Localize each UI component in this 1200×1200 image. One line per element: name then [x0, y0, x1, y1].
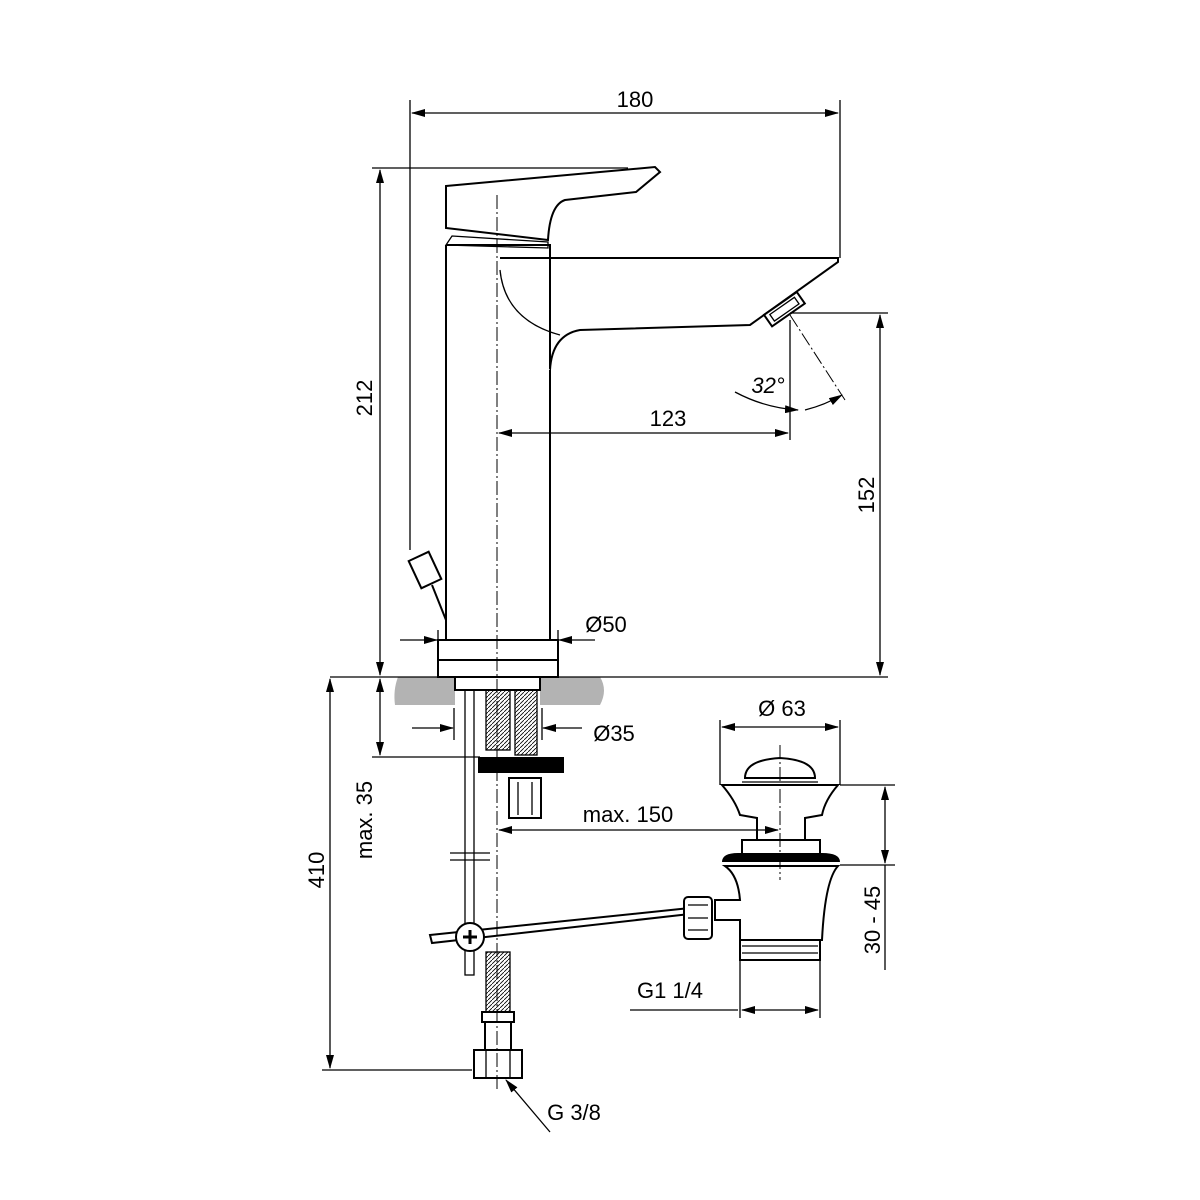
dim-hose-length: 410: [304, 852, 329, 889]
dim-waste-thickness-range: 30 - 45: [860, 886, 885, 955]
dim-waste-diameter: Ø 63: [758, 696, 806, 721]
mounting-assembly: [428, 689, 691, 1079]
dim-waste-thread: G1 1/4: [637, 978, 703, 1003]
aerator: [762, 290, 807, 328]
dimension-lines: [322, 100, 895, 1133]
dim-supply-thread: G 3/8: [547, 1100, 601, 1125]
dim-body-diameter: Ø50: [585, 612, 627, 637]
pop-up-knob: [407, 550, 443, 590]
dim-max-counter-thickness: max. 35: [352, 781, 377, 859]
dim-spout-height: 152: [854, 477, 879, 514]
dim-shank-diameter: Ø35: [593, 721, 635, 746]
dim-spray-angle: 32°: [751, 373, 784, 398]
center-lines: [496, 195, 846, 1090]
dim-spout-reach: 123: [650, 406, 687, 431]
countertop: [330, 676, 888, 705]
dim-overall-height: 212: [352, 380, 377, 417]
dim-overall-width: 180: [617, 87, 654, 112]
pop-up-waste: [683, 756, 841, 961]
dim-waste-distance: max. 150: [583, 802, 674, 827]
